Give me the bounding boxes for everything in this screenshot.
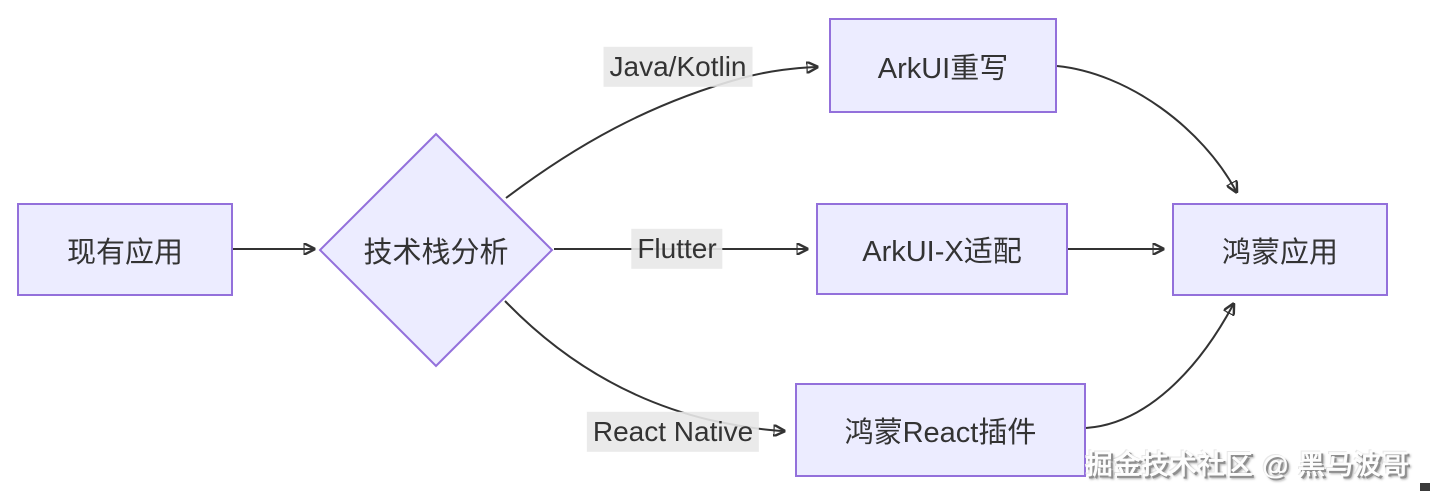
node-label: ArkUI-X适配 <box>862 236 1022 268</box>
node-label: 技术栈分析 <box>363 237 509 269</box>
node-react-plugin: 鸿蒙React插件 <box>795 383 1086 477</box>
edge-arkui-rewrite-to-harmony <box>1056 65 1236 191</box>
edge-label-flutter: Flutter <box>631 228 723 270</box>
node-tech-analysis: 技术栈分析 <box>346 232 526 269</box>
edge-label-react-native: React Native <box>586 411 760 453</box>
edge-analysis-to-arkui-rewrite <box>505 67 816 199</box>
node-label: 鸿蒙React插件 <box>844 417 1037 449</box>
node-arkui-rewrite: ArkUI重写 <box>829 18 1057 113</box>
node-existing-app: 现有应用 <box>17 203 233 296</box>
node-label: 鸿蒙应用 <box>1221 236 1338 269</box>
edge-react-plugin-to-harmony <box>1085 305 1233 429</box>
node-label: 现有应用 <box>66 236 183 269</box>
node-harmony-app: 鸿蒙应用 <box>1172 203 1388 296</box>
watermark: 掘金技术社区 @ 黑马波哥 <box>1085 450 1410 480</box>
node-label: ArkUI重写 <box>877 52 1009 85</box>
edge-label-java-kotlin: Java/Kotlin <box>603 46 753 88</box>
node-arkui-x: ArkUI-X适配 <box>816 203 1068 295</box>
corner-mark <box>1420 483 1430 491</box>
